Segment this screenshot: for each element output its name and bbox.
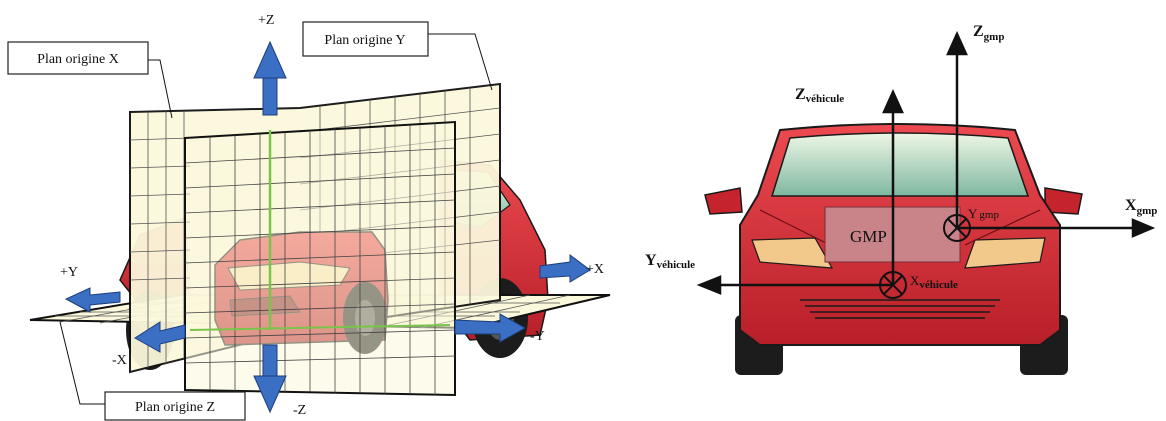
label-z-vehicule: Zvéhicule bbox=[795, 86, 844, 105]
axis-pos-z-arrow bbox=[254, 42, 286, 115]
callout-plan-x: Plan origine X bbox=[8, 42, 148, 74]
label-x-gmp-main: X bbox=[1125, 197, 1137, 214]
axis-label-pos-z: +Z bbox=[258, 13, 274, 28]
label-y-gmp-main: Y bbox=[968, 206, 978, 221]
callout-plan-z: Plan origine Z bbox=[105, 392, 245, 420]
right-diagram: GMP Zvéhicule bbox=[645, 23, 1157, 375]
label-z-vehicule-main: Z bbox=[795, 86, 806, 103]
label-y-gmp-sub: gmp bbox=[979, 209, 999, 221]
label-y-vehicule-sub: véhicule bbox=[657, 259, 696, 271]
label-z-gmp-main: Z bbox=[973, 23, 984, 40]
axis-label-pos-y: +Y bbox=[60, 265, 78, 280]
callout-plan-y: Plan origine Y bbox=[303, 22, 428, 56]
axis-label-neg-y: -Y bbox=[530, 329, 545, 344]
gmp-box-label: GMP bbox=[850, 227, 887, 246]
axis-label-neg-z: -Z bbox=[293, 403, 306, 418]
plane-y bbox=[185, 122, 455, 395]
axis-label-neg-x: -X bbox=[112, 353, 127, 368]
label-z-gmp: Zgmp bbox=[973, 23, 1004, 43]
label-x-vehicule-sub: véhicule bbox=[919, 279, 958, 291]
label-z-gmp-sub: gmp bbox=[984, 31, 1005, 43]
axis-pos-x-arrow bbox=[540, 255, 590, 282]
left-diagram: Plan origine X Plan origine Y Plan origi… bbox=[8, 13, 610, 420]
callout-plan-z-label: Plan origine Z bbox=[135, 400, 215, 415]
label-z-vehicule-sub: véhicule bbox=[806, 93, 845, 105]
axis-label-pos-x: +X bbox=[586, 262, 604, 277]
label-x-gmp-sub: gmp bbox=[1137, 205, 1158, 217]
label-y-vehicule: Yvéhicule bbox=[645, 252, 695, 271]
label-x-gmp: Xgmp bbox=[1125, 197, 1157, 217]
callout-plan-y-label: Plan origine Y bbox=[324, 33, 405, 48]
label-y-vehicule-main: Y bbox=[645, 252, 657, 269]
callout-plan-x-label: Plan origine X bbox=[37, 52, 119, 67]
